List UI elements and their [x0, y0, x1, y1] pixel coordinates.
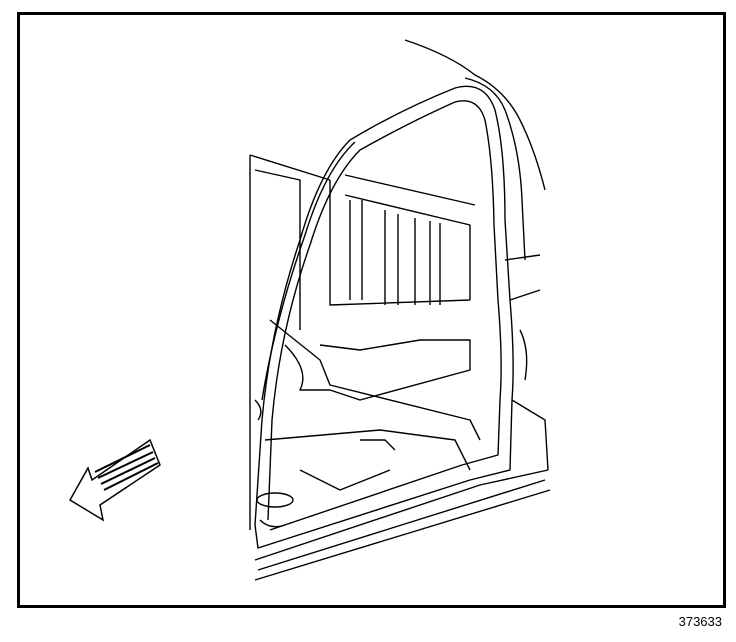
body-side: [504, 254, 549, 471]
weatherstrip: [267, 100, 502, 531]
figure-number: 373633: [678, 614, 722, 629]
door-frame-outer: [254, 85, 514, 549]
roof-line: [404, 39, 546, 191]
rocker-sill: [254, 469, 551, 581]
illustration-frame: [17, 12, 726, 608]
rear-wall: [249, 154, 476, 530]
floor: [269, 319, 481, 441]
roof-outer: [464, 77, 526, 261]
